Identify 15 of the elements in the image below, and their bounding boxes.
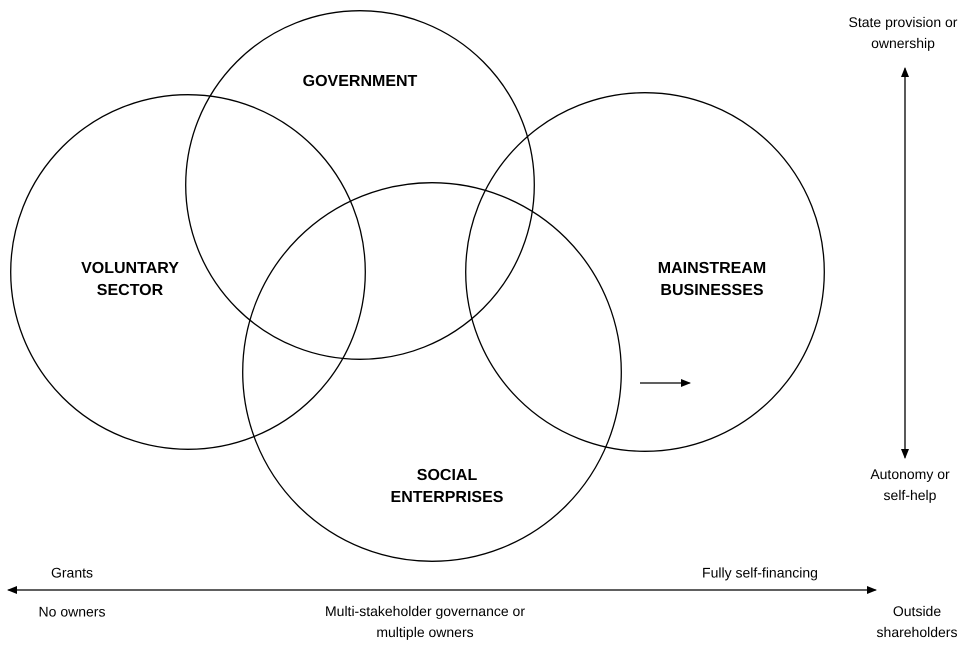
venn-circle [10,94,366,450]
venn-circle [185,10,535,360]
circle-title: VOLUNTARY SECTOR [80,259,180,301]
axis-label: Outside shareholders [876,602,958,642]
venn-circle [242,182,622,562]
axis-label: Fully self-financing [702,564,818,582]
circle-title: SOCIAL ENTERPRISES [390,466,504,508]
axis-label: No owners [38,602,106,622]
axis-label: Multi-stakeholder governance or multiple owners [324,602,526,642]
venn-circle [465,92,825,452]
circle-title: GOVERNMENT [302,72,418,92]
axis-label: Grants [51,564,93,582]
axis-label: Autonomy or self-help [869,465,951,505]
axis-label: State provision or ownership [848,13,958,53]
circle-title: MAINSTREAM BUSINESSES [656,259,768,301]
